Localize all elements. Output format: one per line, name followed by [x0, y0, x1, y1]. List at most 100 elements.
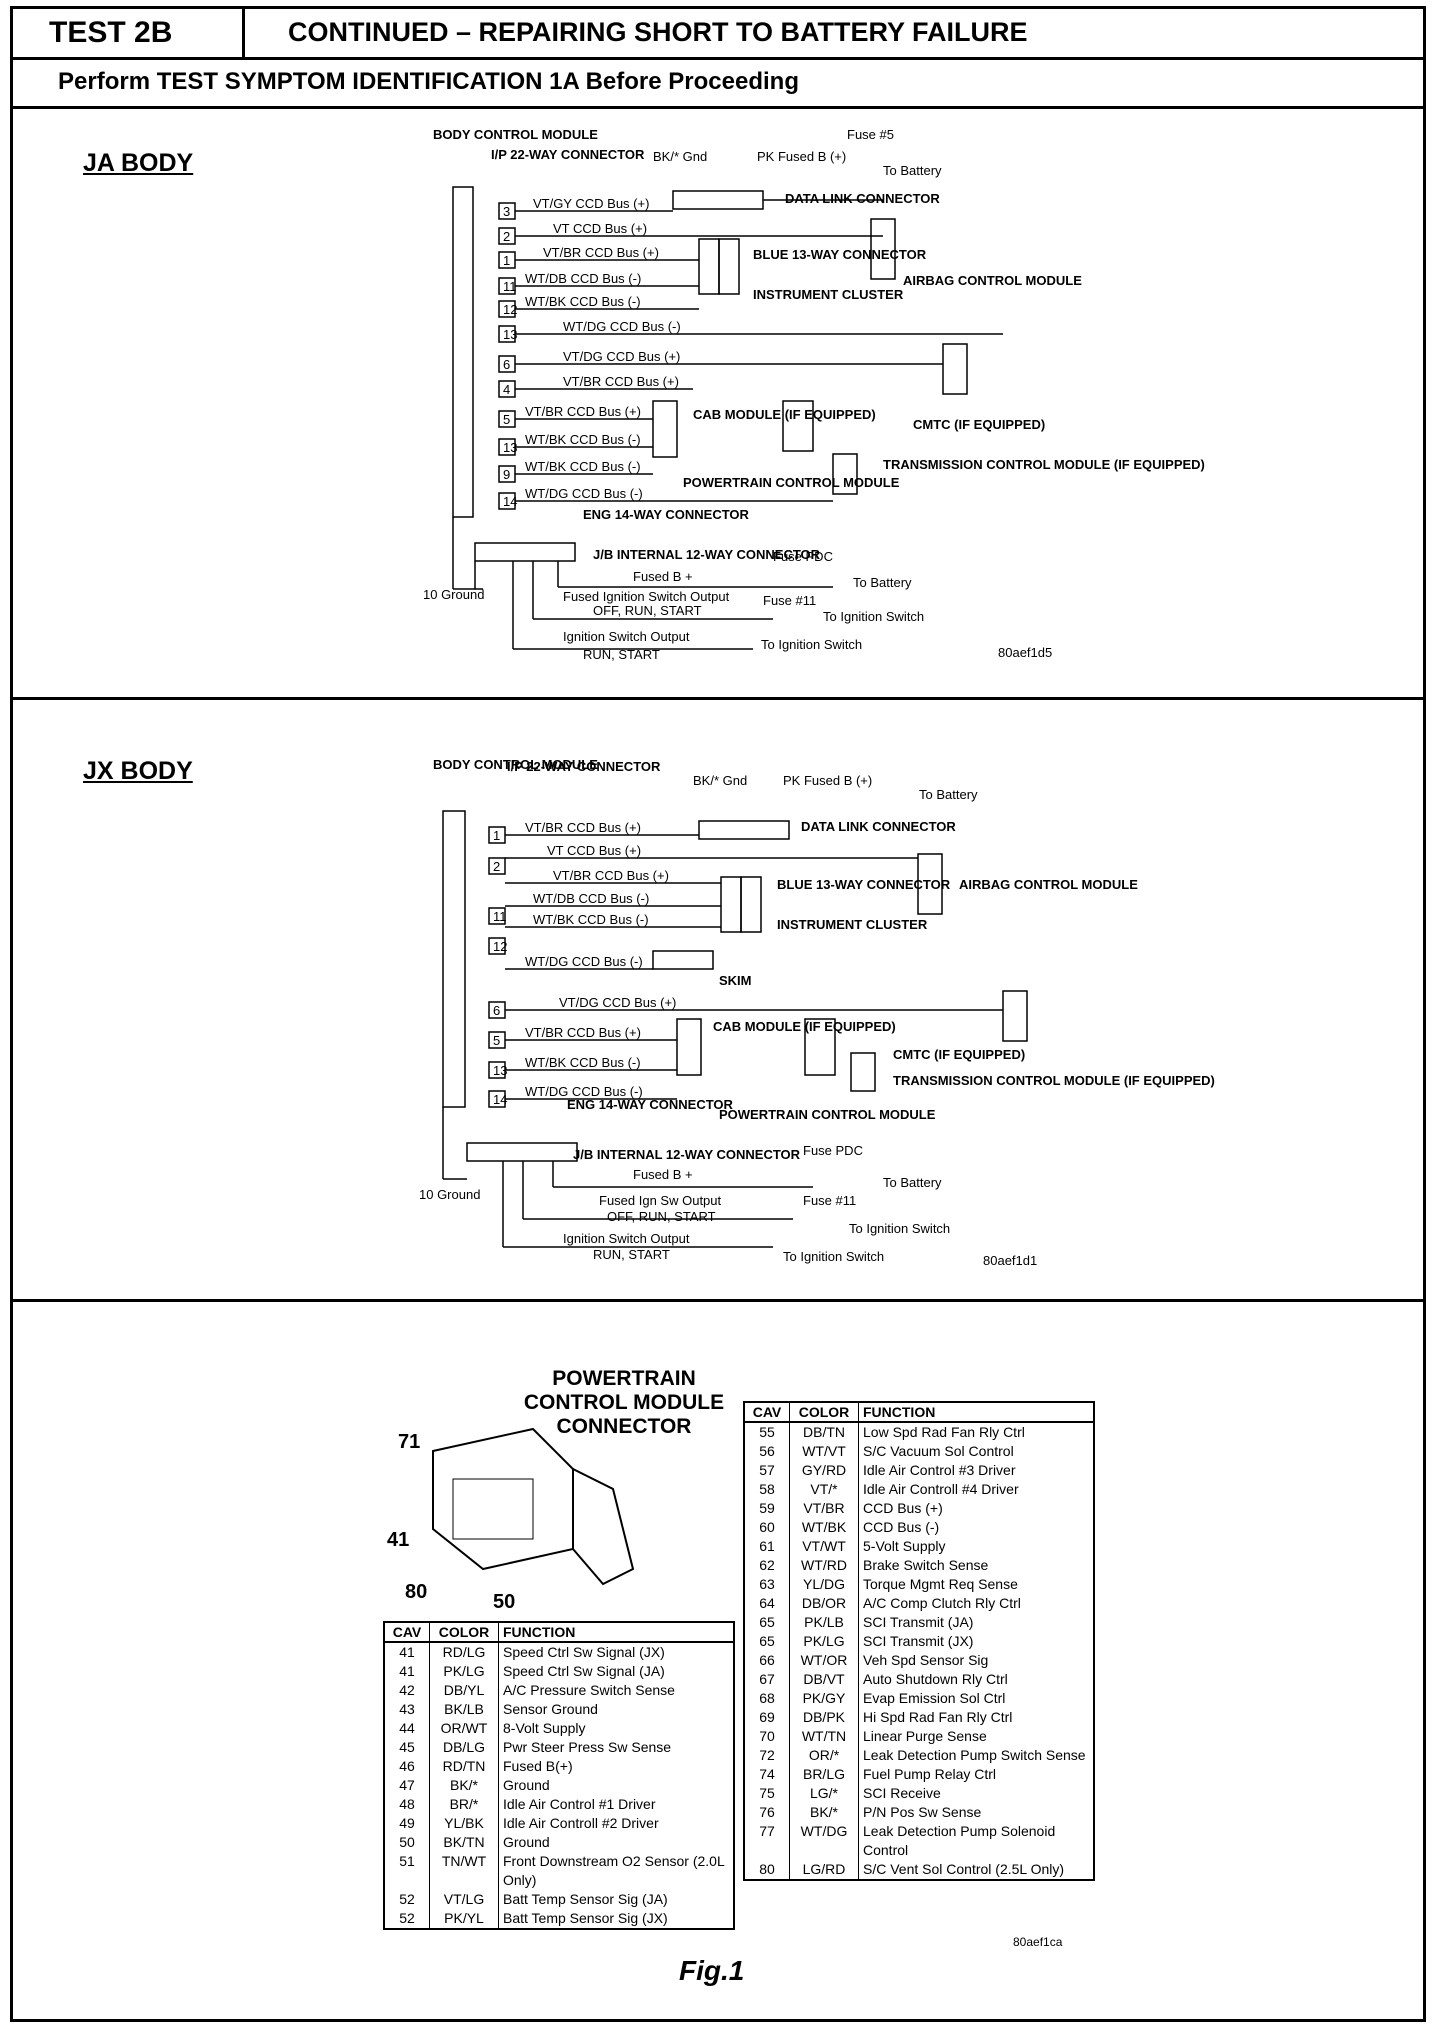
jx-cab-label: CAB MODULE (IF EQUIPPED) [713, 1019, 896, 1034]
jx-ign-out-label: Ignition Switch Output [563, 1231, 690, 1246]
cav-cell: 43 [384, 1700, 430, 1719]
ja-wire-label: WT/BK CCD Bus (-) [525, 459, 641, 474]
ja-bcm-pin-label: 5 [503, 412, 510, 427]
ja-dlc-box [672, 190, 764, 210]
function-cell: P/N Pos Sw Sense [863, 1804, 982, 1820]
jx-bk-gnd-label: BK/* Gnd [693, 773, 747, 788]
page-subtitle: Perform TEST SYMPTOM IDENTIFICATION 1A B… [58, 68, 799, 95]
jx-wire-label: WT/DB CCD Bus (-) [533, 891, 649, 906]
function-cell: Fused B(+) [503, 1758, 573, 1774]
function-cell: Evap Emission Sol Ctrl [863, 1690, 1006, 1706]
jx-cmtc-box [1002, 990, 1028, 1042]
cav-cell: 67 [744, 1670, 790, 1689]
ja-pcm-label: POWERTRAIN CONTROL MODULE [683, 475, 900, 490]
color-cell: VT/WT [789, 1537, 859, 1556]
ja-to-ign-label: To Ignition Switch [761, 637, 862, 652]
cav-cell: 50 [384, 1833, 430, 1852]
table-header-cell: COLOR [429, 1622, 499, 1643]
cav-cell: 59 [744, 1499, 790, 1518]
jx-bcm-pin-label: 5 [493, 1033, 500, 1048]
cav-cell: 62 [744, 1556, 790, 1575]
ja-bcm-pin-label: 2 [503, 229, 510, 244]
ja-cab-box [782, 400, 814, 452]
function-cell: 8-Volt Supply [503, 1720, 586, 1736]
table-header-cell: CAV [384, 1622, 430, 1643]
ja-body-label: JA BODY [83, 149, 194, 177]
color-cell: DB/PK [789, 1708, 859, 1727]
color-cell: WT/DG [789, 1822, 859, 1860]
ja-tcm-label: TRANSMISSION CONTROL MODULE (IF EQUIPPED… [883, 457, 1205, 472]
function-cell: Ground [503, 1777, 550, 1793]
cav-cell: 68 [744, 1689, 790, 1708]
ja-cmtc-box [942, 343, 968, 395]
color-cell: WT/OR [789, 1651, 859, 1670]
ja-wire-label: WT/DB CCD Bus (-) [525, 271, 641, 286]
ja-fuse11-label: Fuse #11 [763, 593, 816, 608]
ja-bcm-bar [452, 186, 474, 518]
jx-bcm-label: BODY CONTROL MODULE [433, 757, 598, 772]
jx-bcm-pin [488, 937, 506, 955]
color-cell: WT/TN [789, 1727, 859, 1746]
ja-wire-label: VT/GY CCD Bus (+) [533, 196, 649, 211]
ja-ground-label: 10 Ground [423, 587, 484, 602]
function-cell: Speed Ctrl Sw Signal (JX) [503, 1644, 665, 1660]
function-cell: Brake Switch Sense [863, 1557, 989, 1573]
ja-bcm-pin-label: 3 [503, 204, 510, 219]
function-cell: A/C Pressure Switch Sense [503, 1682, 675, 1698]
cav-cell: 47 [384, 1776, 430, 1795]
color-cell: BR/* [429, 1795, 499, 1814]
color-cell: DB/VT [789, 1670, 859, 1689]
ja-ip-connector-label: I/P 22-WAY CONNECTOR [491, 147, 645, 162]
ja-to-battery-2-label: To Battery [853, 575, 912, 590]
color-cell: OR/WT [429, 1719, 499, 1738]
ja-wire-label: WT/DG CCD Bus (-) [525, 486, 643, 501]
ja-wire-label: WT/DG CCD Bus (-) [563, 319, 681, 334]
function-cell: 5-Volt Supply [863, 1538, 946, 1554]
function-cell: Hi Spd Rad Fan Rly Ctrl [863, 1709, 1013, 1725]
pcm-connector-drawing [432, 1427, 635, 1586]
jx-airbag-box [917, 853, 943, 915]
pin-label-41: 41 [387, 1529, 410, 1551]
cav-cell: 44 [384, 1719, 430, 1738]
color-cell: PK/GY [789, 1689, 859, 1708]
jx-wire-label: VT/BR CCD Bus (+) [525, 820, 641, 835]
ja-bcm-pin-label: 1 [503, 253, 510, 268]
ja-bcm-pin-label: 9 [503, 467, 510, 482]
cav-cell: 72 [744, 1746, 790, 1765]
jx-ground-label: 10 Ground [419, 1187, 480, 1202]
color-cell: WT/BK [789, 1518, 859, 1537]
ja-cmtc-label: CMTC (IF EQUIPPED) [913, 417, 1045, 432]
cav-cell: 58 [744, 1480, 790, 1499]
table-header-cell: FUNCTION [498, 1622, 735, 1643]
ja-ign-out-label: Ignition Switch Output [563, 629, 690, 644]
cav-cell: 56 [744, 1442, 790, 1461]
ja-to-ign-2-label: To Ignition Switch [823, 609, 924, 624]
ja-cluster-label: INSTRUMENT CLUSTER [753, 287, 904, 302]
function-cell: Idle Air Controll #4 Driver [863, 1481, 1019, 1497]
function-cell: Linear Purge Sense [863, 1728, 987, 1744]
jx-to-battery-2-label: To Battery [883, 1175, 942, 1190]
color-cell: WT/VT [789, 1442, 859, 1461]
jx-bcm-pin-label: 12 [493, 939, 507, 954]
subheader-row: Perform TEST SYMPTOM IDENTIFICATION 1A B… [13, 60, 1423, 109]
color-cell: WT/RD [789, 1556, 859, 1575]
jx-eng14-label: ENG 14-WAY CONNECTOR [567, 1097, 734, 1112]
color-cell: DB/TN [789, 1422, 859, 1442]
jx-body-label: JX BODY [83, 757, 193, 785]
ja-pk-fused-label: PK Fused B (+) [757, 149, 846, 164]
ja-bcm-pin-label: 14 [503, 494, 517, 509]
jx-code-label: 80aef1d1 [983, 1253, 1037, 1268]
cav-cell: 75 [744, 1784, 790, 1803]
